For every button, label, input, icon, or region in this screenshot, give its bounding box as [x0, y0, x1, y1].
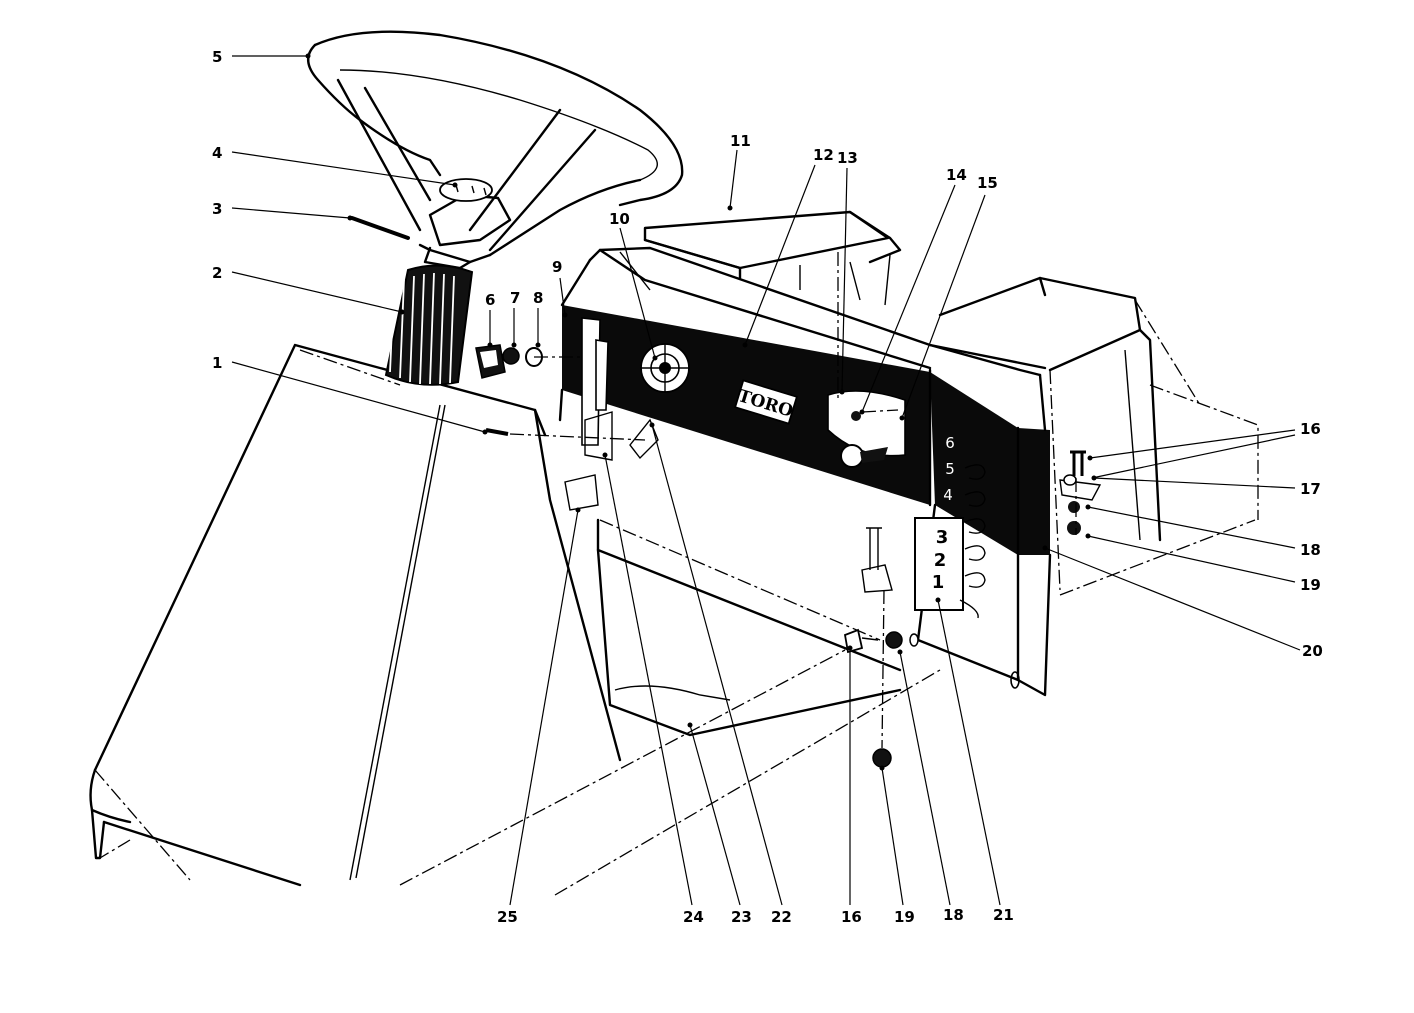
gear-number-5: 5 — [945, 460, 955, 478]
callout-label: 13 — [837, 149, 858, 167]
gear-number-2: 2 — [934, 550, 947, 571]
dash-console — [558, 246, 1052, 697]
gear-number-6: 6 — [945, 434, 955, 452]
callout-label: 18 — [943, 906, 964, 924]
gear-number-4: 4 — [943, 486, 953, 504]
right-fender — [938, 276, 1259, 591]
gear-number-3: 3 — [936, 527, 949, 548]
callout-label: 5 — [212, 48, 222, 66]
callout-label: 11 — [730, 132, 751, 150]
dash-shroud-top — [643, 210, 902, 306]
column-cover — [384, 264, 474, 386]
steering-wheel — [307, 30, 684, 270]
callout-label: 3 — [212, 200, 222, 218]
callout-label: 15 — [977, 174, 998, 192]
callout-label: 4 — [212, 144, 222, 162]
callout-label: 18 — [1300, 541, 1321, 559]
gear-number-1: 1 — [932, 572, 945, 593]
callout-label: 20 — [1302, 642, 1323, 660]
callout-label: 24 — [683, 908, 704, 926]
callout-label: 1 — [212, 354, 222, 372]
callout-label: 22 — [771, 908, 792, 926]
callout-label: 19 — [1300, 576, 1321, 594]
callout-label: 10 — [609, 210, 630, 228]
callout-label: 19 — [894, 908, 915, 926]
callout-label: 9 — [552, 258, 562, 276]
callout-labels: 1 2 3 4 5 6 7 8 9 10 11 12 13 14 15 16 1… — [212, 48, 1323, 926]
callout-label: 21 — [993, 906, 1014, 924]
callout-label: 23 — [731, 908, 752, 926]
callout-label: 8 — [533, 289, 543, 307]
callout-label: 25 — [497, 908, 518, 926]
leader-lines — [231, 53, 1301, 906]
callout-label: 16 — [841, 908, 862, 926]
small-parts — [350, 216, 1102, 768]
callout-label: 6 — [485, 291, 495, 309]
callout-label: 12 — [813, 146, 834, 164]
callout-label: 7 — [510, 289, 520, 307]
callout-label: 17 — [1300, 480, 1321, 498]
callout-label: 2 — [212, 264, 222, 282]
callout-label: 16 — [1300, 420, 1321, 438]
assembly-centerlines — [299, 252, 1077, 749]
hood — [89, 343, 622, 887]
callout-label: 14 — [946, 166, 967, 184]
frame-floor — [399, 518, 1256, 896]
